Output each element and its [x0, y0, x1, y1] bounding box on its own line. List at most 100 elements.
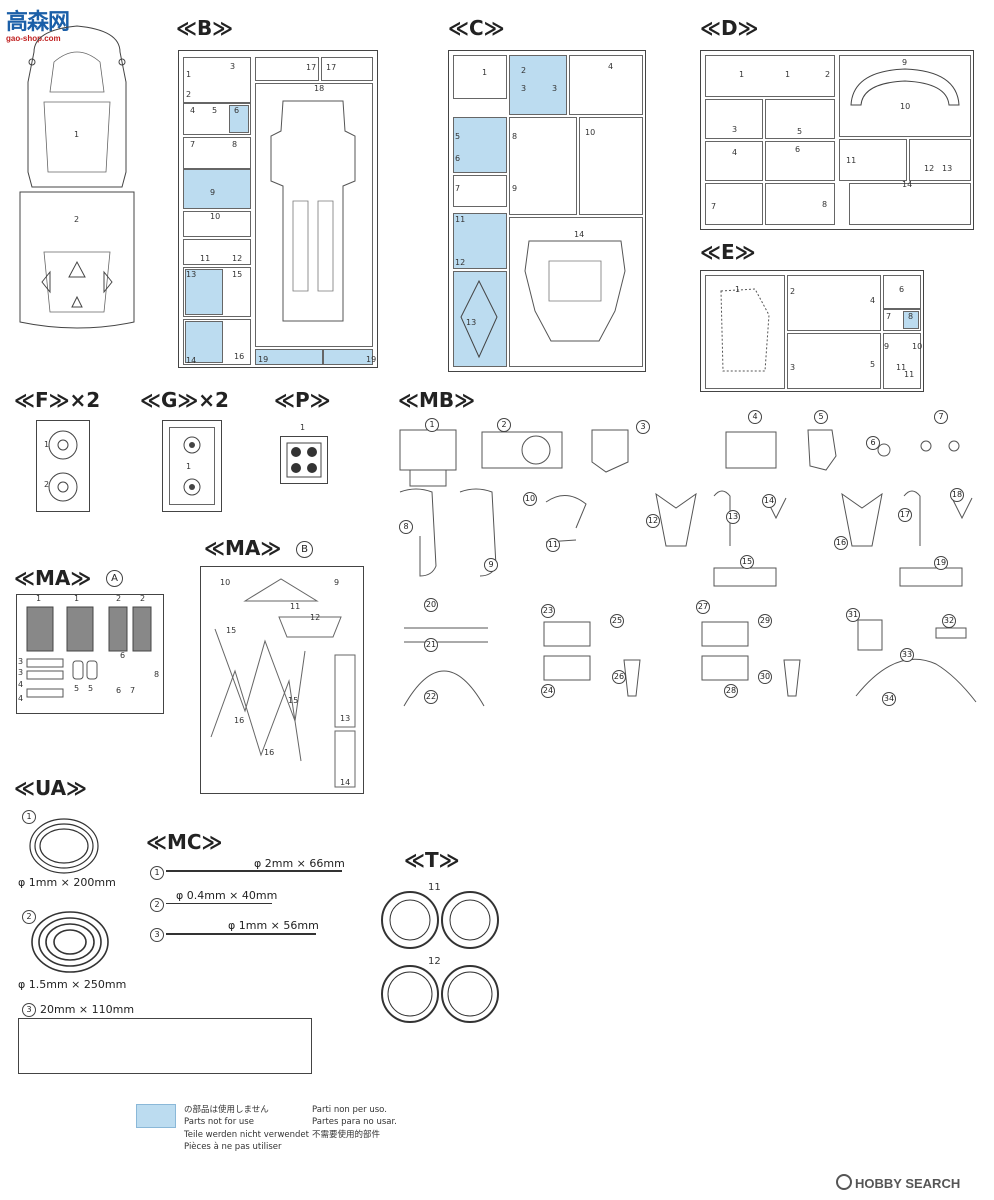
- p-screws-drawing: [286, 442, 322, 478]
- b-cell-17a: [255, 57, 319, 81]
- ma-a-num-2a: 2: [116, 594, 122, 603]
- ma-a-num-6a: 6: [120, 651, 126, 660]
- mc-1-spec: φ 2mm × 66mm: [254, 857, 345, 870]
- c-cell-7: [453, 175, 507, 207]
- mb-num-30: 30: [758, 670, 772, 684]
- mc-num-3: 3: [150, 928, 164, 942]
- watermark-text: HOBBY SEARCH: [855, 1176, 961, 1191]
- b-num-9: 9: [210, 188, 216, 197]
- mb-num-10: 10: [523, 492, 537, 506]
- runner-ma-b: [200, 566, 364, 794]
- t-num-11: 11: [428, 882, 441, 893]
- d-num-9: 9: [902, 58, 908, 67]
- mc-num-2: 2: [150, 898, 164, 912]
- d-cell-1-2: [705, 55, 835, 97]
- runner-f-title: ≪F≫×2: [14, 388, 101, 412]
- e-num-7: 7: [886, 312, 892, 321]
- c-num-13: 13: [466, 318, 477, 327]
- ma-a-parts-drawing: [26, 606, 152, 698]
- mb-num-25: 25: [610, 614, 624, 628]
- legend-es: Partes para no usar.: [312, 1117, 397, 1128]
- ua-3-sheet: [18, 1018, 312, 1074]
- legend-it: Parti non per uso.: [312, 1105, 387, 1115]
- runner-g: [162, 420, 222, 512]
- e-num-11b: 11: [904, 370, 915, 379]
- mb-num-1: 1: [425, 418, 439, 432]
- watermark-icon: [836, 1174, 852, 1190]
- d-cell-11: [839, 139, 907, 181]
- c-num-12: 12: [455, 258, 466, 267]
- c-num-3a: 3: [521, 84, 527, 93]
- mb-num-9: 9: [484, 558, 498, 572]
- ma-a-num-5b: 5: [88, 684, 94, 693]
- runner-b: [178, 50, 378, 368]
- legend-jp: の部品は使用しません: [184, 1105, 269, 1115]
- body-part-2: 2: [74, 215, 80, 224]
- ma-a-num-1a: 1: [36, 594, 42, 603]
- b-num-4: 4: [190, 106, 196, 115]
- ua-2-spec: φ 1.5mm × 250mm: [18, 978, 127, 991]
- b-num-18: 18: [314, 84, 325, 93]
- c-part-14-chassis-drawing: [524, 240, 626, 342]
- d-num-7: 7: [711, 202, 717, 211]
- b-part-18-floor-drawing: [270, 100, 356, 322]
- b-num-19a: 19: [258, 355, 269, 364]
- runner-e-title: ≪E≫: [700, 240, 756, 264]
- mb-num-29: 29: [758, 614, 772, 628]
- mb-num-5: 5: [814, 410, 828, 424]
- mc-3-spec: φ 1mm × 56mm: [228, 919, 319, 932]
- runner-mb-title: ≪MB≫: [398, 388, 476, 412]
- b-num-1: 1: [186, 70, 192, 79]
- e-cell-2-4: [787, 275, 881, 331]
- b-cell-7-8: [183, 137, 251, 169]
- b-num-17b: 17: [326, 63, 337, 72]
- mb-num-21: 21: [424, 638, 438, 652]
- runner-d: [700, 50, 974, 230]
- mb-num-22: 22: [424, 690, 438, 704]
- d-num-3: 3: [732, 125, 738, 134]
- c-cell-2-3-unused: [509, 55, 567, 115]
- mc-2-spec: φ 0.4mm × 40mm: [176, 889, 278, 902]
- d-num-12: 12: [924, 164, 935, 173]
- e-num-4: 4: [870, 296, 876, 305]
- mb-num-8: 8: [399, 520, 413, 534]
- d-cell-7: [705, 183, 763, 225]
- c-num-1: 1: [482, 68, 488, 77]
- mb-num-28: 28: [724, 684, 738, 698]
- b-cell-9-unused: [183, 169, 251, 209]
- g-num-1: 1: [186, 462, 192, 471]
- runner-ma-a-title: ≪MA≫: [14, 566, 92, 590]
- t-num-12: 12: [428, 956, 441, 967]
- e-num-2: 2: [790, 287, 796, 296]
- legend-de: Teile werden nicht verwendet: [184, 1129, 309, 1140]
- d-num-11: 11: [846, 156, 857, 165]
- ma-a-num-2b: 2: [140, 594, 146, 603]
- ma-a-num-8: 8: [154, 670, 160, 679]
- b-cell-10: [183, 211, 251, 237]
- mb-num-31: 31: [846, 608, 860, 622]
- b-cell-1-2: [183, 57, 251, 103]
- c-part-13-frame-drawing: [460, 279, 498, 359]
- watermark: HOBBY SEARCH: [836, 1174, 960, 1191]
- ma-b-num-10: 10: [220, 578, 231, 587]
- ma-a-num-4b: 4: [18, 694, 24, 703]
- ma-a-num-5a: 5: [74, 684, 80, 693]
- mb-num-17: 17: [898, 508, 912, 522]
- mb-num-32: 32: [942, 614, 956, 628]
- b-cell-14-unused: [185, 321, 223, 363]
- b-num-10: 10: [210, 212, 221, 221]
- legend-left: の部品は使用しません Parts not for use Teile werde…: [184, 1104, 309, 1154]
- e-cell-9-11: [883, 333, 921, 389]
- mb-num-2: 2: [497, 418, 511, 432]
- mb-num-26: 26: [612, 670, 626, 684]
- mb-num-7: 7: [934, 410, 948, 424]
- b-num-12: 12: [232, 254, 243, 263]
- b-num-2: 2: [186, 90, 192, 99]
- b-num-3: 3: [230, 62, 236, 71]
- mb-num-34: 34: [882, 692, 896, 706]
- b-num-7: 7: [190, 140, 196, 149]
- section-ua-title: ≪UA≫: [14, 776, 87, 800]
- d-num-5: 5: [797, 127, 803, 136]
- c-num-6: 6: [455, 154, 461, 163]
- d-cell-14: [849, 183, 971, 225]
